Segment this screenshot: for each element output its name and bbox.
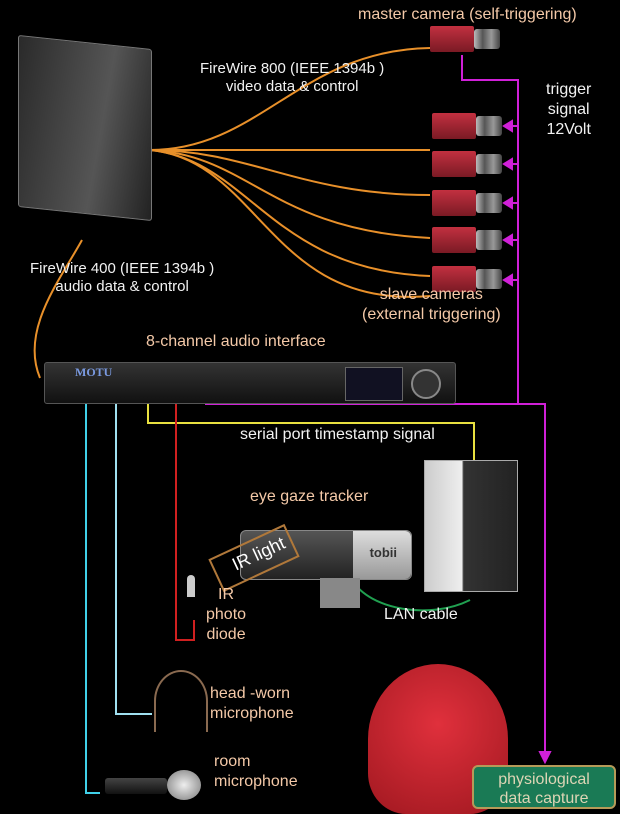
- cable-slave-4: [149, 149, 431, 277]
- label-head-worn-mic: head -worn microphone: [210, 685, 294, 722]
- tobii-logo: tobii: [369, 545, 397, 560]
- slave-camera: [432, 151, 504, 177]
- level-meter-display: [345, 367, 403, 401]
- label-lan-cable: LAN cable: [384, 606, 458, 623]
- head-worn-microphone: [154, 670, 208, 732]
- cable-master-camera: [149, 47, 431, 151]
- label-room-mic: room microphone: [214, 753, 298, 790]
- label-eye-tracker: eye gaze tracker: [250, 488, 369, 505]
- slave-camera: [432, 113, 504, 139]
- physiological-data-capture-box: physiological data capture: [472, 765, 616, 809]
- tracker-pc-tower: [424, 460, 518, 592]
- firewire-800-cables: [149, 47, 431, 298]
- label-firewire-400: FireWire 400 (IEEE 1394b ) audio data & …: [30, 260, 215, 295]
- cable-slave-2: [149, 149, 431, 196]
- head-mic-cable: [109, 387, 152, 715]
- tracker-stand: [320, 578, 360, 608]
- cable-slave-5: [149, 149, 431, 298]
- label-audio-interface: 8-channel audio interface: [146, 333, 326, 350]
- room-mic-cable: [79, 387, 100, 794]
- slave-camera: [432, 266, 504, 292]
- recording-pc-tower: [18, 34, 152, 222]
- ir-diode-cable: [169, 387, 195, 641]
- trigger-bus: [198, 55, 552, 765]
- label-trigger-signal: trigger signal 12Volt: [546, 81, 592, 138]
- label-slave-cameras: slave cameras (external triggering): [362, 286, 501, 323]
- volume-knob: [411, 369, 441, 399]
- label-firewire-800: FireWire 800 (IEEE 1394b ) video data & …: [200, 60, 385, 95]
- ir-photo-diode: [187, 575, 195, 597]
- label-ir-photo-diode: IR photo diode: [206, 586, 247, 643]
- firewire-400-cable: [33, 239, 83, 379]
- label-master-camera: master camera (self-triggering): [358, 6, 577, 23]
- slave-camera: [432, 190, 504, 216]
- room-microphone: [105, 770, 205, 800]
- label-serial-port: serial port timestamp signal: [240, 426, 435, 443]
- slave-camera: [432, 227, 504, 253]
- master-camera: [430, 26, 502, 52]
- motu-logo: MOTU: [75, 365, 113, 379]
- cable-slave-3: [149, 149, 431, 239]
- audio-interface: MOTU: [44, 362, 456, 404]
